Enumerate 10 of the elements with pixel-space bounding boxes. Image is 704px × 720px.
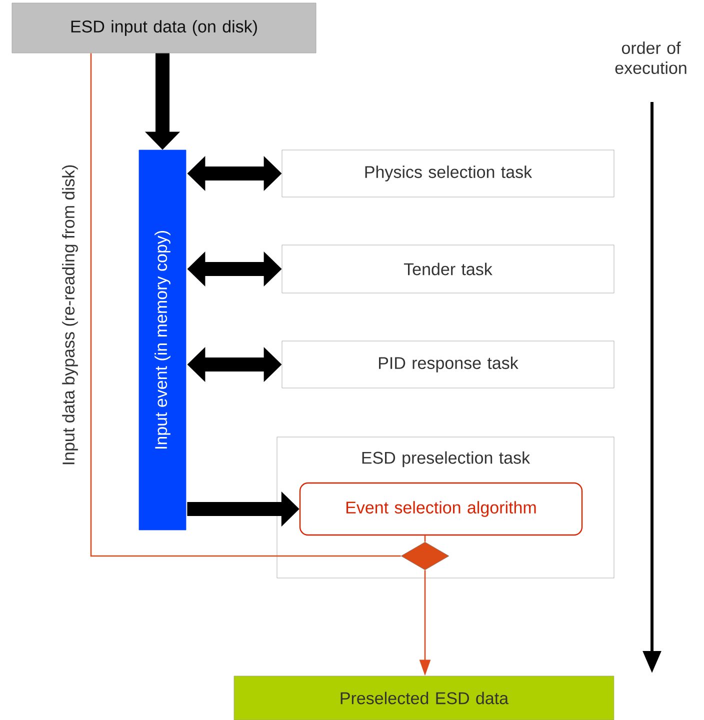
algorithm-box: Event selection algorithm [299, 482, 583, 536]
data-box: ESD input data (on disk) [12, 2, 316, 54]
event-bar: Input event (in memory copy) [138, 150, 186, 530]
data-box: Preselected ESD data [234, 676, 614, 720]
task-box: Tender task [282, 244, 614, 294]
decision-diamond [400, 542, 450, 570]
task-box: Physics selection task [282, 150, 614, 198]
edge-label: Input data bypass (re-reading from disk) [62, 165, 78, 464]
order-label: order of execution [615, 42, 686, 74]
task-box: PID response task [282, 340, 614, 388]
